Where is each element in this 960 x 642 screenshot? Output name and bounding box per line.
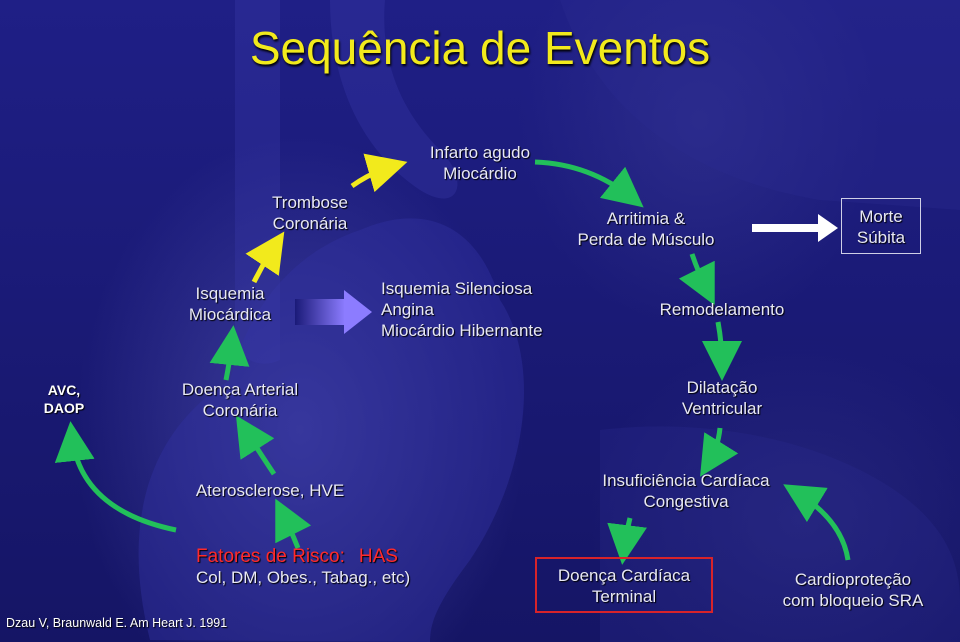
- node-arritimia: Arritimia &Perda de Músculo: [577, 209, 715, 249]
- arrow-cardioprotecao-to-icc: [783, 484, 851, 561]
- arrow-aterosclerose-to-doenca: [235, 415, 277, 476]
- arrow-doenca-to-isquemia: [209, 325, 250, 381]
- node-remodelamento: Remodelamento: [659, 300, 785, 319]
- fatores-line2: Col, DM, Obes., Tabag., etc): [196, 568, 411, 587]
- arrow-aterosclerose-to-avc: [54, 421, 177, 533]
- arrow-isquemia-to-trombose: [245, 231, 285, 284]
- arrow-isquemia-block: [295, 299, 345, 325]
- node-avc: AVC,DAOP: [43, 382, 85, 416]
- arrow-arritimia-to-remodelamento: [678, 253, 715, 306]
- arrow-trombose-to-infarto: [350, 153, 408, 193]
- page-title: Sequência de Eventos: [249, 22, 711, 74]
- arrow-remodelamento-to-dilatacao: [701, 321, 742, 381]
- node-morte-box: [841, 198, 921, 254]
- citation: Dzau V, Braunwald E. Am Heart J. 1991: [6, 616, 228, 630]
- arrow-dilatacao-to-icc: [700, 427, 739, 477]
- node-aterosclerose: Aterosclerose, HVE: [195, 481, 345, 500]
- fatores-has: HAS: [358, 546, 398, 567]
- fatores-title: Fatores de Risco:: [196, 546, 345, 567]
- arrow-fatores-to-aterosclerose: [275, 498, 312, 549]
- node-fatores-risco: Fatores de Risco: HAS Col, DM, Obes., Tab…: [196, 546, 476, 588]
- node-terminal-box: [535, 557, 713, 613]
- arrow-icc-to-terminal: [607, 517, 647, 565]
- arrow-infarto-to-arritimia: [534, 159, 644, 208]
